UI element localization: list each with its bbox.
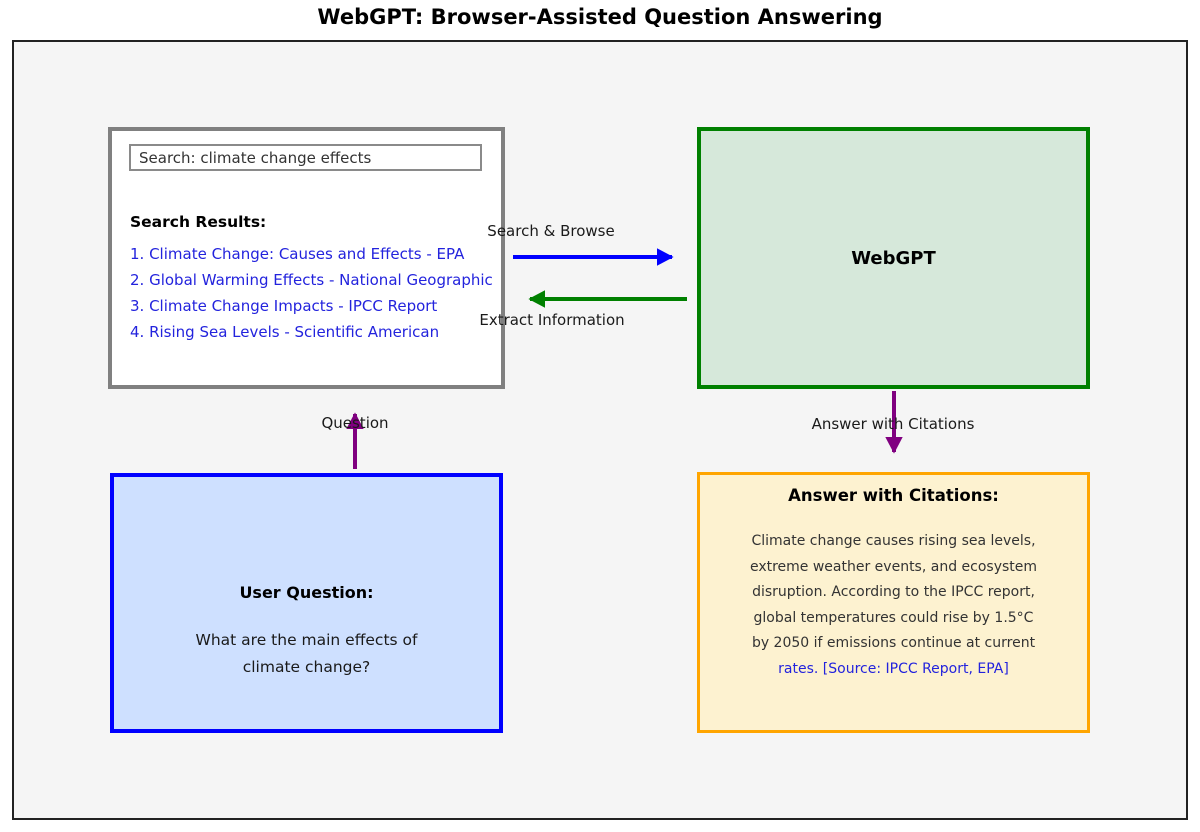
- webgpt-label: WebGPT: [851, 247, 936, 269]
- browser-box: Search Results: 1. Climate Change: Cause…: [108, 127, 505, 389]
- page-title: WebGPT: Browser-Assisted Question Answer…: [317, 5, 883, 29]
- search-result-link[interactable]: 3. Climate Change Impacts - IPCC Report: [130, 297, 438, 315]
- answer-citation-line[interactable]: rates. [Source: IPCC Report, EPA]: [778, 660, 1009, 677]
- user-question-box: User Question: What are the main effects…: [110, 473, 503, 733]
- answer-body-line: Climate change causes rising sea levels,: [751, 533, 1036, 549]
- answer-body-line: disruption. According to the IPCC report…: [752, 584, 1035, 600]
- arrow-label-answer-with-citations: Answer with Citations: [811, 415, 975, 433]
- answer-heading: Answer with Citations:: [788, 486, 999, 505]
- arrow-label-question: Question: [321, 414, 389, 432]
- answer-body: Climate change causes rising sea levels,…: [700, 529, 1087, 682]
- answer-body-line: global temperatures could rise by 1.5°C: [753, 609, 1034, 626]
- answer-body-line: by 2050 if emissions continue at current: [751, 635, 1036, 651]
- user-question-heading: User Question:: [239, 583, 374, 602]
- search-result-link[interactable]: 1. Climate Change: Causes and Effects - …: [130, 245, 465, 263]
- search-results-heading: Search Results:: [130, 213, 267, 231]
- search-result-link[interactable]: 4. Rising Sea Levels - Scientific Americ…: [130, 323, 440, 341]
- user-question-line: climate change?: [242, 658, 371, 676]
- answer-body-line: extreme weather events, and ecosystem: [749, 558, 1038, 575]
- search-results: Search Results: 1. Climate Change: Cause…: [130, 213, 493, 345]
- webgpt-box: WebGPT: [697, 127, 1090, 389]
- search-result-link[interactable]: 2. Global Warming Effects - National Geo…: [130, 271, 493, 289]
- search-input[interactable]: [129, 144, 482, 171]
- arrow-label-search-browse: Search & Browse: [487, 222, 615, 240]
- arrow-label-extract-information: Extract Information: [479, 311, 625, 329]
- answer-box: Answer with Citations: Climate change ca…: [697, 472, 1090, 733]
- user-question-line: What are the main effects of: [195, 631, 418, 649]
- user-question-text: What are the main effects of climate cha…: [114, 627, 499, 681]
